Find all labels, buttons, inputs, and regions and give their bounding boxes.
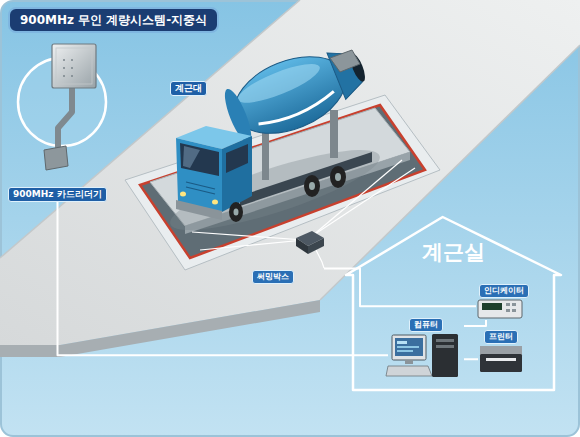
mixer-truck <box>240 152 372 206</box>
card-reader <box>71 59 73 61</box>
printer-node: 프린터 <box>478 330 524 375</box>
computer-symbol <box>386 334 458 377</box>
name-tag: 컴퓨터 <box>409 318 443 332</box>
computer-symbol <box>397 341 407 344</box>
card-reader <box>63 59 65 61</box>
title-banner: 900MHz 무인 계량시스템-지중식 <box>8 7 219 33</box>
mixer-truck <box>304 175 320 197</box>
name-tag: 인디케이터 <box>479 284 529 298</box>
indicator-symbol <box>506 309 510 312</box>
mixer-truck <box>212 200 218 205</box>
mixer-truck <box>234 57 324 110</box>
mixer-truck <box>183 146 200 168</box>
card-reader <box>44 146 68 170</box>
computer-symbol <box>386 366 432 376</box>
card-reader <box>71 67 73 69</box>
mixer-truck <box>176 138 222 212</box>
road <box>0 0 580 357</box>
mixer-truck <box>218 34 375 150</box>
mixer-truck <box>186 187 215 194</box>
indicator-symbol <box>506 303 510 306</box>
indicator-symbol <box>482 303 502 310</box>
printer-symbol <box>480 354 522 372</box>
card-reader <box>63 75 65 77</box>
mixer-truck <box>234 209 239 216</box>
computer-symbol <box>395 338 423 356</box>
road <box>0 300 320 357</box>
road <box>0 0 580 345</box>
indicator-symbol <box>512 309 516 312</box>
computer-symbol <box>405 360 413 364</box>
load-cell-wires <box>316 250 324 268</box>
name-tag: 써밍박스 <box>252 270 294 284</box>
indicator-symbol <box>478 300 522 318</box>
mixer-truck <box>226 144 248 173</box>
scale-house: 계근실인디케이터컴퓨터프린터 <box>345 215 562 392</box>
printer-symbol <box>480 346 522 372</box>
load-cell-wires <box>200 240 304 250</box>
computer-symbol <box>432 334 458 377</box>
computer-symbol <box>397 346 419 348</box>
mixer-truck <box>330 50 360 72</box>
mixer-truck <box>330 166 346 188</box>
name-tag: 900MHz 카드리더기 <box>8 187 107 202</box>
mixer-truck <box>258 91 337 129</box>
indicator-symbol <box>512 303 516 306</box>
summing-box-node: 써밍박스 <box>252 232 324 284</box>
name-tag: 프린터 <box>484 330 518 344</box>
mixer-truck <box>180 143 219 176</box>
mixer-truck <box>229 202 243 222</box>
computer-symbol <box>436 339 454 342</box>
wire-connector <box>58 197 389 355</box>
indicator-node: 인디케이터 <box>476 284 532 320</box>
computer-symbol <box>392 335 426 360</box>
mixer-truck <box>176 200 222 220</box>
mixer-truck <box>335 173 341 181</box>
card-reader-label: 900MHz 카드리더기 <box>8 182 107 197</box>
name-tag: 계근대 <box>170 81 207 96</box>
mixer-truck <box>222 136 252 212</box>
mixer-truck <box>164 135 387 245</box>
summing-box-symbol <box>296 238 308 254</box>
indicator-symbol <box>478 300 522 318</box>
house-outline-path <box>346 217 561 390</box>
wire-connector <box>464 320 486 326</box>
mixer-truck <box>330 110 338 158</box>
card-reader <box>58 86 72 148</box>
card-reader <box>56 48 92 84</box>
weighbridge-label: 계근대 <box>170 76 207 91</box>
printer-symbol <box>480 346 522 355</box>
room-label: 계근실 <box>345 239 562 265</box>
printer-symbol <box>486 358 516 361</box>
card-reader <box>63 67 65 69</box>
computer-node: 컴퓨터 <box>388 318 464 378</box>
mixer-truck <box>309 182 315 190</box>
computer-symbol <box>397 350 413 352</box>
load-cell-wires <box>192 232 304 240</box>
summing-box-symbol <box>296 231 324 254</box>
mixer-truck <box>180 192 186 197</box>
summing-box-symbol <box>308 238 324 254</box>
card-reader <box>71 75 73 77</box>
mixer-truck <box>164 34 387 245</box>
card-reader <box>52 44 96 88</box>
wire-connector <box>464 358 478 360</box>
computer-symbol <box>436 345 454 348</box>
card-reader <box>18 44 106 170</box>
